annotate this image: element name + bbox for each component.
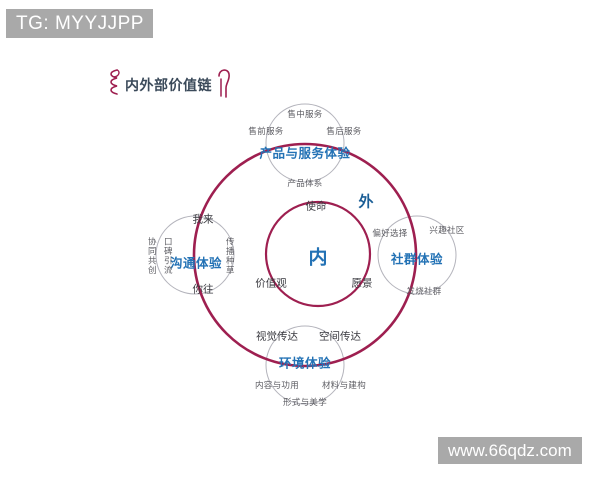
node-title-communication: 沟通体验 [169, 255, 223, 271]
spiral-glyph [110, 69, 120, 95]
decorative-hook-icon [215, 66, 233, 104]
node-sub-community-1: 兴趣社区 [429, 226, 465, 236]
node-circle-community [377, 215, 457, 295]
tg-watermark-banner: TG: MYYJJPP [6, 9, 153, 38]
node-sub-product-service-1: 售前服务 [248, 127, 284, 137]
node-sub-product-service-2: 售后服务 [326, 127, 362, 137]
node-sub-community-0: 偏好选择 [372, 229, 408, 239]
node-sub-communication-1: 你往 [192, 283, 214, 296]
node-sub-environment-4: 形式与美学 [282, 398, 328, 408]
core-label-vision: 愿景 [351, 277, 373, 290]
node-circle-product-service [265, 103, 345, 183]
node-circle-environment [265, 325, 345, 405]
node-title-product-service: 产品与服务体验 [259, 145, 351, 161]
site-watermark: www.66qdz.com [438, 437, 582, 464]
node-sub-communication-0: 我来 [192, 213, 214, 226]
node-sub-environment-2: 内容与功用 [254, 381, 300, 391]
node-sub-environment-0: 视觉传达 [256, 330, 298, 343]
node-sub-product-service-0: 售中服务 [287, 110, 323, 120]
page-title: 内外部价值链 [106, 68, 233, 102]
node-sub-environment-1: 空间传达 [319, 330, 361, 343]
page-title-text: 内外部价值链 [125, 78, 212, 94]
core-label-mission: 使命 [305, 200, 327, 213]
core-label-values: 价值观 [255, 277, 287, 290]
node-sub-environment-3: 材料与建构 [321, 381, 367, 391]
decorative-spiral-icon [106, 67, 122, 103]
node-circle-communication [155, 215, 235, 295]
node-sub-community-2: 发烧社群 [406, 287, 442, 297]
node-sub-product-service-3: 产品体系 [287, 179, 323, 189]
node-title-community: 社群体验 [390, 251, 444, 267]
core-outer-label: 外 [358, 192, 374, 211]
node-title-environment: 环境体验 [278, 355, 332, 371]
inner-ring [264, 200, 372, 308]
node-sub-communication-3: 口碑引流 [162, 237, 173, 275]
hook-glyph [218, 69, 230, 98]
core-inner-label: 内 [308, 246, 328, 269]
outer-ring [192, 142, 418, 368]
node-sub-communication-2: 协同共创 [146, 237, 157, 275]
node-sub-communication-4: 传播种草 [224, 237, 235, 275]
